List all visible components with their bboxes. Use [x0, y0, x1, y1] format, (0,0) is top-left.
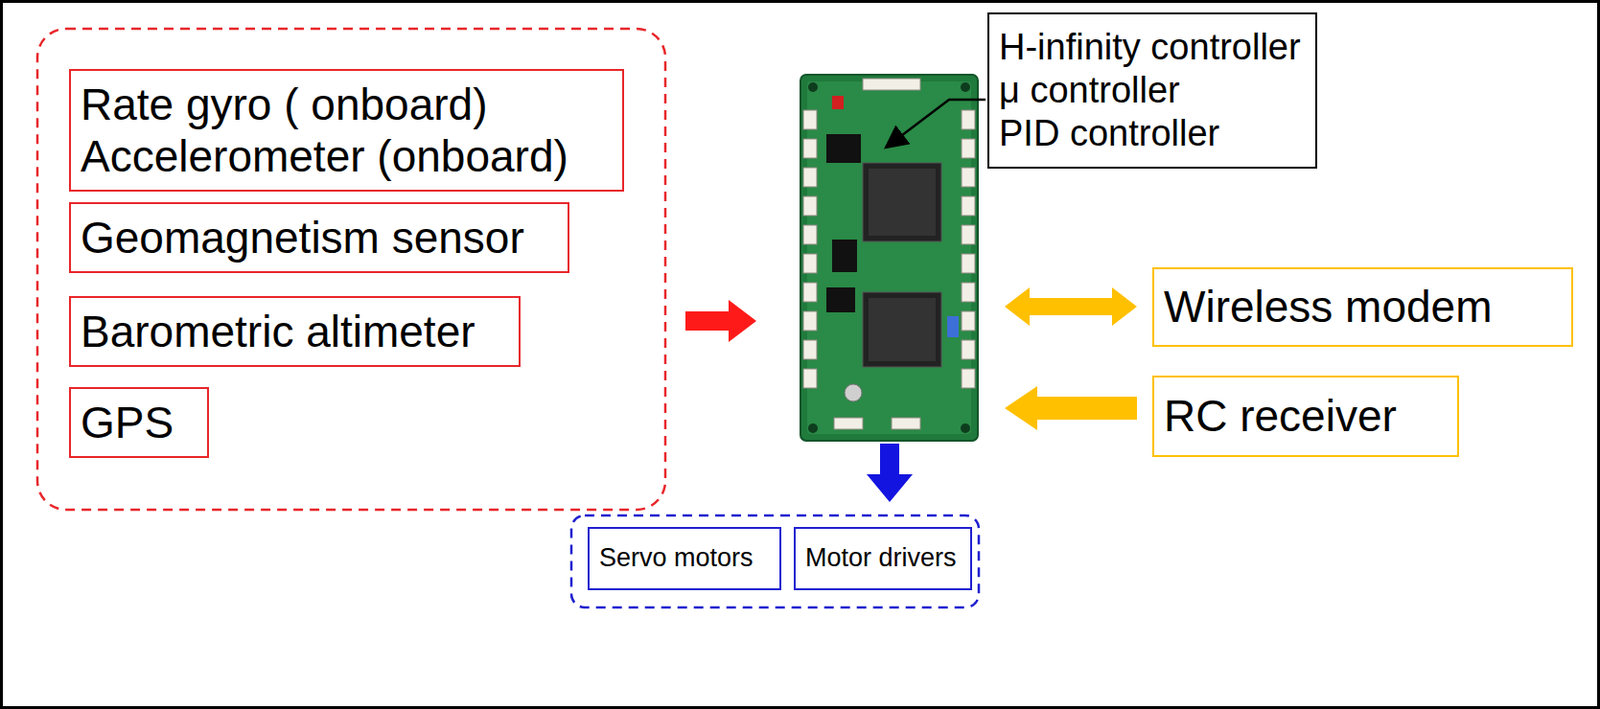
node-text: Motor drivers — [805, 543, 957, 575]
node-text: H-infinity controller — [998, 25, 1301, 70]
comm-box: RC receiver — [1152, 375, 1460, 458]
sensor-box: Geomagnetism sensor — [69, 202, 570, 274]
node-text: μ controller — [998, 69, 1181, 113]
node-text: PID controller — [998, 112, 1220, 156]
controller-callout: H-infinity controllerμ controllerPID con… — [987, 12, 1318, 169]
actuator-box: Motor drivers — [793, 527, 973, 591]
output-arrow — [866, 443, 913, 503]
circuit-board — [800, 74, 978, 441]
node-text: Servo motors — [599, 543, 754, 575]
actuator-box: Servo motors — [587, 527, 782, 591]
node-text: Geomagnetism sensor — [80, 211, 525, 264]
sensor-box: Rate gyro ( onboard)Accelerometer (onboa… — [69, 69, 625, 192]
node-text: Accelerometer (onboard) — [80, 130, 569, 183]
node-text: Wireless modem — [1163, 280, 1493, 333]
input-arrow — [685, 300, 757, 343]
leader-line — [885, 99, 986, 148]
node-text: Rate gyro ( onboard) — [80, 78, 487, 131]
receive-arrow — [1004, 386, 1137, 431]
sensor-group — [37, 28, 666, 511]
sensor-box: Barometric altimeter — [69, 296, 521, 368]
node-text: Barometric altimeter — [80, 305, 476, 358]
actuator-group — [571, 515, 979, 608]
two-way-arrow — [1004, 287, 1137, 326]
sensor-box: GPS — [69, 387, 209, 459]
node-text: GPS — [80, 396, 174, 449]
node-text: RC receiver — [1163, 390, 1397, 442]
comm-box: Wireless modem — [1152, 267, 1574, 348]
